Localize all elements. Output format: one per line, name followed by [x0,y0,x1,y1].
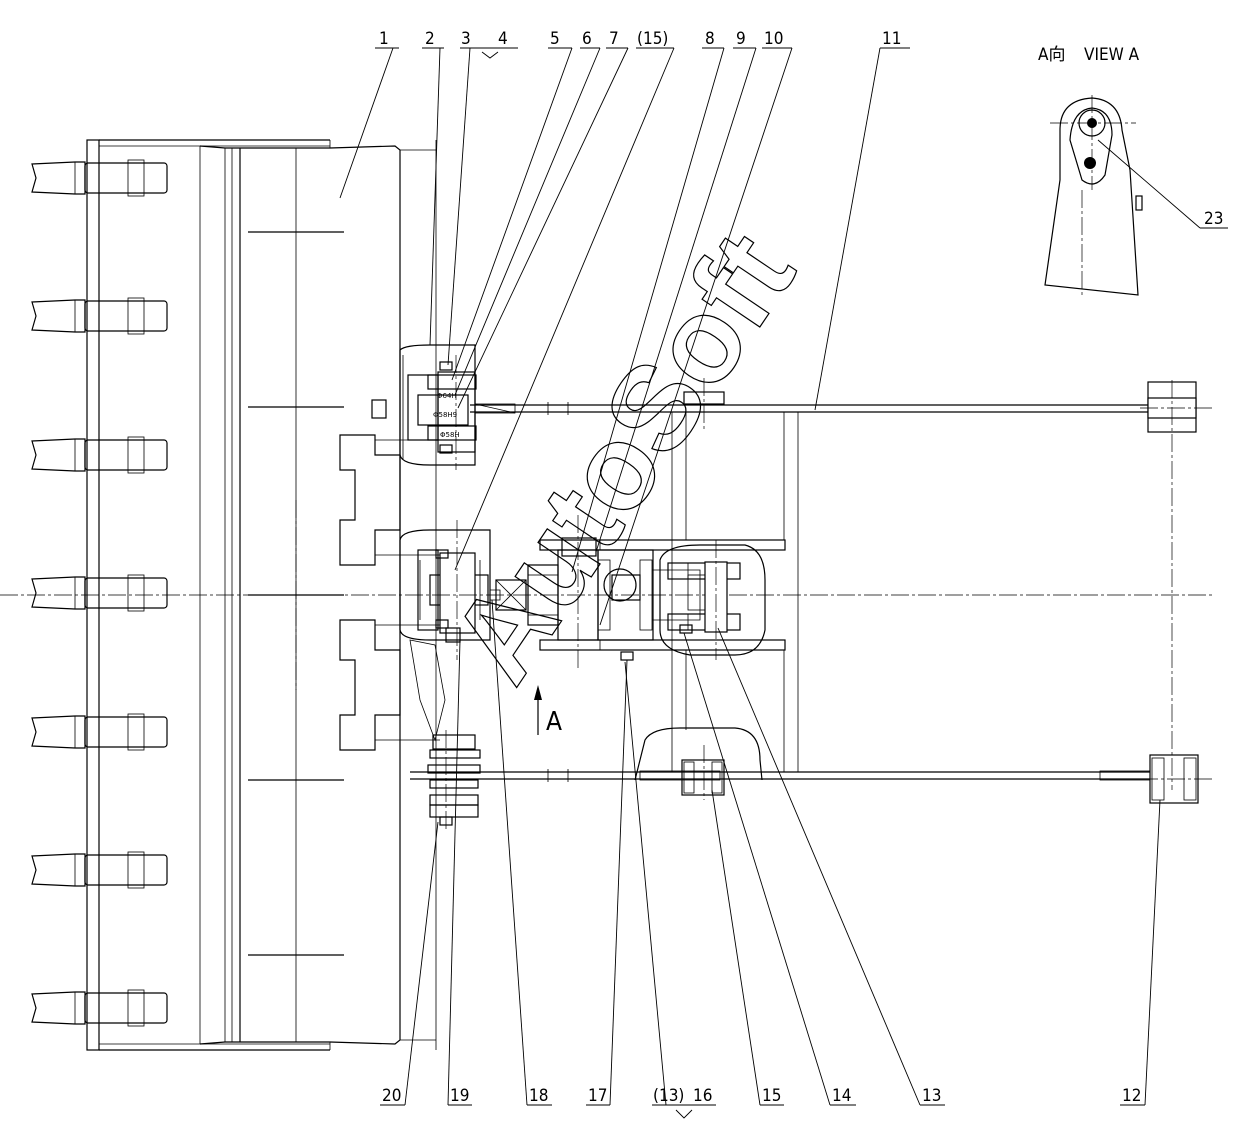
callout-14: 14 [832,1086,851,1106]
callout-2: 2 [425,29,435,49]
callout-20: 20 [382,1086,401,1106]
callout-4: 4 [498,29,508,49]
callout-8: 8 [705,29,715,49]
view-a: A向 VIEW A 23 [1038,45,1228,296]
callout-1: 1 [379,29,389,49]
dimension-label: Φ64H [437,392,457,400]
dimension-label: Φ58H9 [433,411,457,419]
view-label-cn: A向 [1038,45,1065,65]
bucket-mounts: Φ64H Φ58H9 Φ58H [339,344,491,830]
callout-5: 5 [550,29,560,49]
callout-19: 19 [450,1086,469,1106]
callout-15: 15 [762,1086,781,1106]
dimension-label: Φ58H [440,431,460,439]
section-letter: A [546,707,562,737]
callout-15-ref: (15) [637,29,668,49]
callout-18: 18 [529,1086,548,1106]
callout-10: 10 [764,29,783,49]
callout-7: 7 [609,29,619,49]
callout-9: 9 [736,29,746,49]
callout-3: 3 [461,29,471,49]
callout-leaders [339,47,1161,1119]
view-label-en: VIEW A [1084,45,1140,65]
callout-12: 12 [1122,1086,1141,1106]
section-marker: A [534,685,562,737]
callout-13: 13 [922,1086,941,1106]
callout-23: 23 [1204,209,1223,229]
callout-11: 11 [882,29,901,49]
watermark: AutoSoft [425,210,819,705]
callout-labels: 1 2 3 4 5 6 7 (15) 8 9 10 11 20 19 18 17… [379,29,1141,1106]
callout-6: 6 [582,29,592,49]
callout-13-ref: (13) [653,1086,684,1106]
callout-17: 17 [588,1086,607,1106]
frame-linkage [0,378,1215,804]
callout-16: 16 [693,1086,712,1106]
